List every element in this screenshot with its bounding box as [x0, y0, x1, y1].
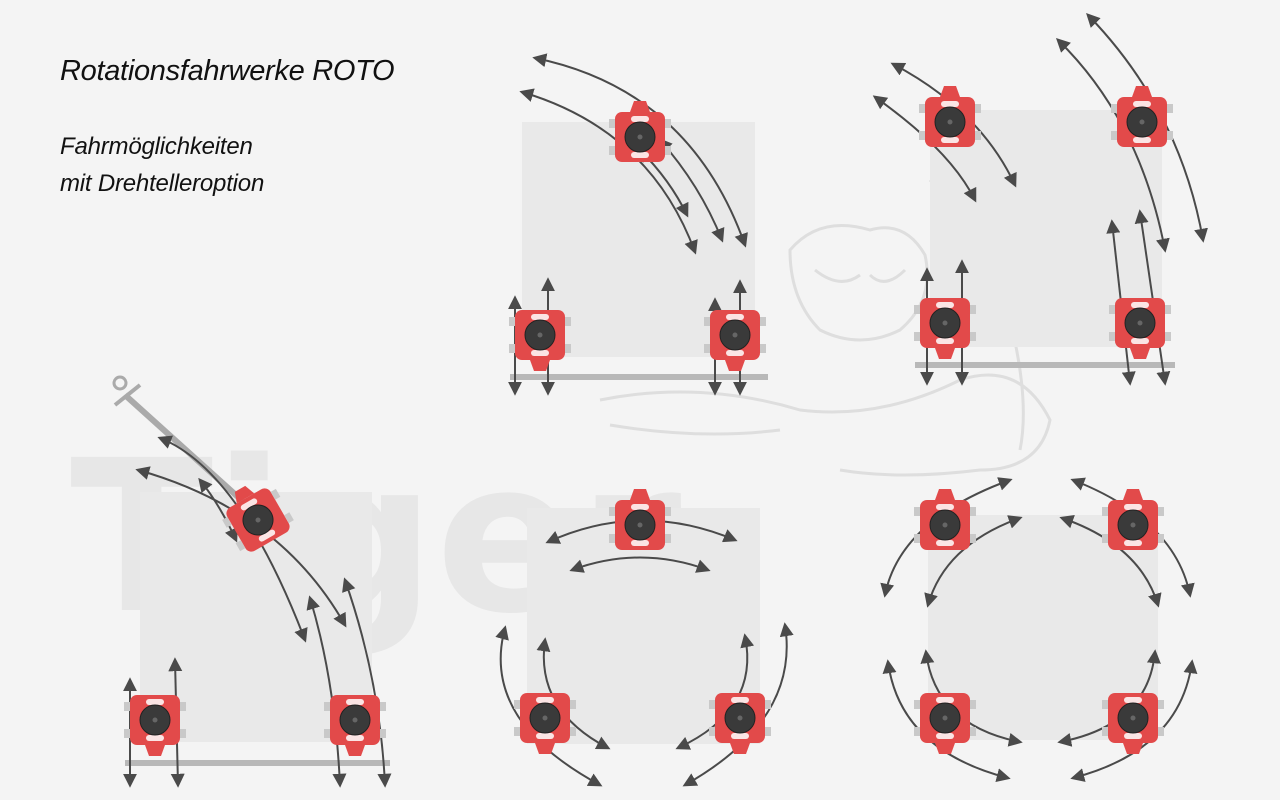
roto-skate-icon — [913, 297, 977, 360]
roto-skate-icon — [1101, 692, 1165, 755]
rail — [125, 760, 390, 766]
roto-skate-icon — [918, 85, 982, 148]
page-title: Rotationsfahrwerke ROTO — [60, 55, 395, 87]
subtitle-line-2: mit Drehtelleroption — [60, 170, 265, 197]
rail — [915, 362, 1175, 368]
roto-skate-icon — [708, 692, 772, 755]
roto-skate-icon — [608, 100, 672, 163]
panel-three-point-rotation — [495, 488, 794, 787]
panel-four-point-rotation — [880, 477, 1198, 782]
roto-skate-icon — [703, 309, 767, 372]
roto-skate-icon — [323, 694, 387, 757]
roto-skate-icon — [1110, 85, 1174, 148]
roto-skate-icon — [513, 692, 577, 755]
panel-curve-drive — [508, 53, 768, 396]
panel-parallel-drive — [872, 12, 1208, 386]
roto-skate-icon — [913, 692, 977, 755]
subtitle-line-1: Fahrmöglichkeiten — [60, 133, 253, 160]
roto-skate-icon — [508, 309, 572, 372]
panel-towed-drive — [112, 375, 392, 788]
rail — [510, 374, 768, 380]
roto-skate-icon — [1108, 297, 1172, 360]
